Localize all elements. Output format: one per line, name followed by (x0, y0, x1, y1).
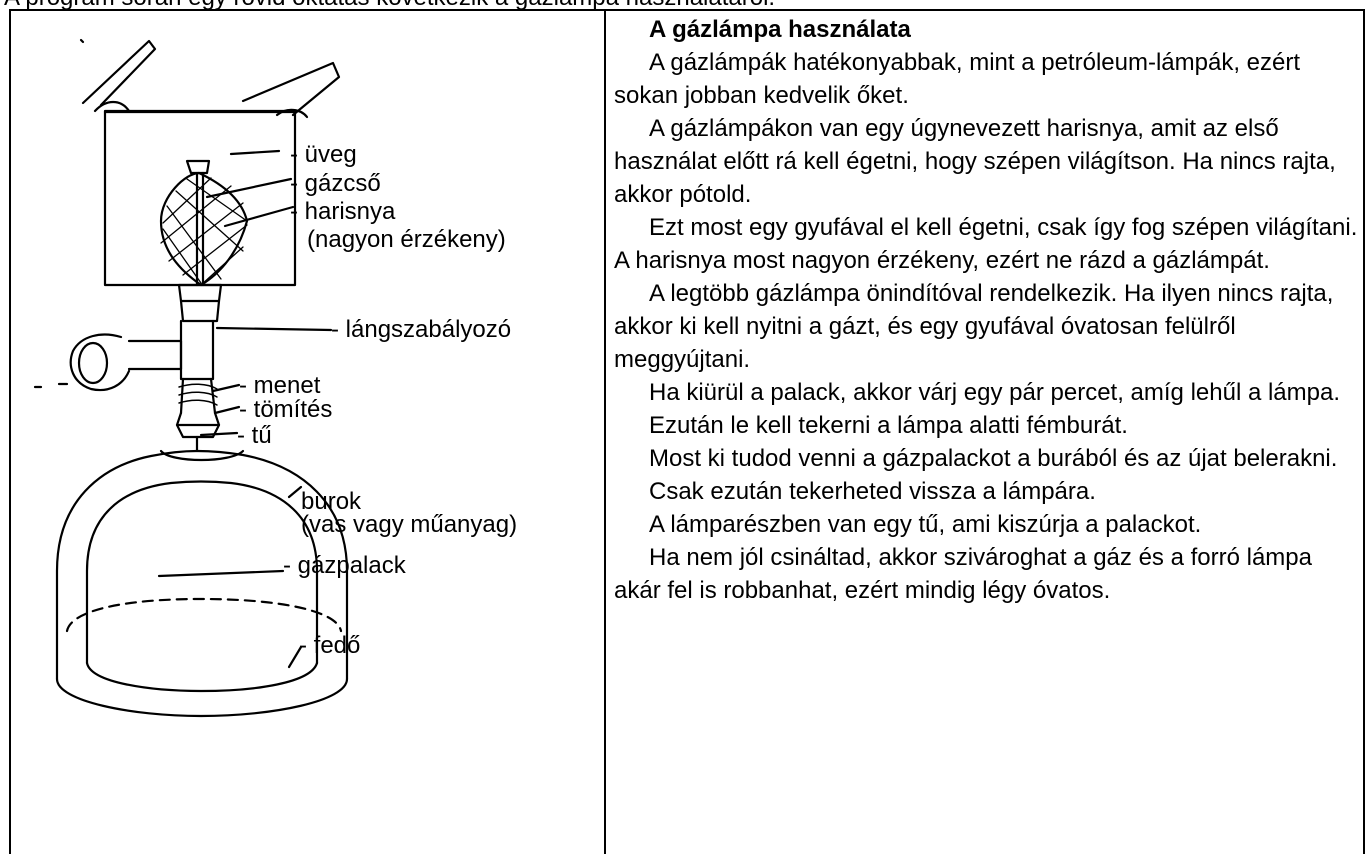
paragraph: A gázlámpákon van egy úgynevezett harisn… (614, 115, 1336, 208)
paragraph: A lámparészben van egy tű, ami kiszúrja … (649, 511, 1202, 538)
article: A gázlámpa használata A gázlámpák hatéko… (614, 14, 1364, 607)
lamp-figure: - üveg - gázcső - harisnya (nagyon érzék… (11, 11, 604, 850)
paragraph: Csak ezután tekerheted vissza a lámpára. (649, 478, 1096, 505)
paragraph: Ha kiürül a palack, akkor várj egy pár p… (649, 379, 1340, 406)
paragraph: A legtöbb gázlámpa önindítóval rendelkez… (614, 280, 1334, 373)
label-nagyon-erzekeny: (nagyon érzékeny) (307, 226, 506, 253)
paragraph: Ha nem jól csináltad, akkor szivároghat … (614, 544, 1312, 604)
paragraph: Most ki tudod venni a gázpalackot a burá… (649, 445, 1338, 472)
label-tomites: - tömítés (239, 396, 333, 423)
label-tu: - tű (237, 422, 272, 449)
paragraph: A gázlámpák hatékonyabbak, mint a petról… (614, 49, 1301, 109)
column-divider (604, 9, 606, 854)
label-fedo: - fedő (299, 632, 361, 659)
clipped-top-text: A program során egy rövid oktatás követk… (0, 0, 1368, 9)
label-gazpalack: - gázpalack (283, 552, 406, 579)
label-menet: - menet (239, 372, 321, 399)
gas-lamp-drawing (33, 38, 349, 718)
label-langszabalyozo: - lángszabályozó (331, 316, 512, 343)
label-uveg: - üveg (290, 141, 357, 168)
paragraph: Ezután le kell tekerni a lámpa alatti fé… (649, 412, 1128, 439)
paragraph: Ezt most egy gyufával el kell égetni, cs… (614, 214, 1358, 274)
label-vas-vagy-muanyag: (vas vagy műanyag) (301, 511, 518, 538)
label-burok: burok (301, 488, 362, 515)
article-title: A gázlámpa használata (649, 16, 911, 43)
label-harisnya: - harisnya (290, 198, 396, 225)
label-gazcso: - gázcső (290, 170, 381, 197)
page-frame (9, 9, 1365, 854)
